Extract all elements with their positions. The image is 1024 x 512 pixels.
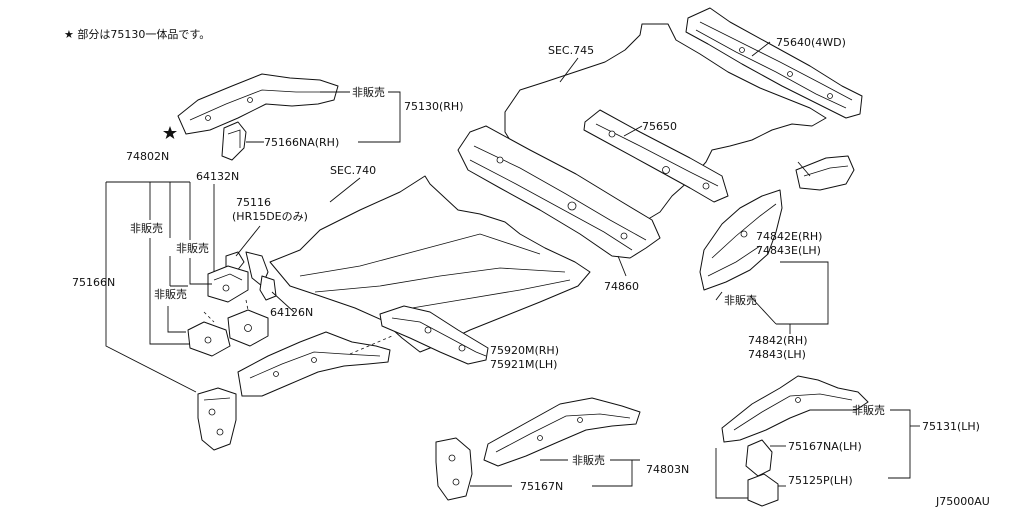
label-64132n[interactable]: 64132N [196,170,239,183]
label-75125p[interactable]: 75125P(LH) [788,474,853,487]
label-64126n[interactable]: 64126N [270,306,313,319]
label-74860[interactable]: 74860 [604,280,639,293]
bracket-75167na[interactable] [745,439,773,477]
label-75166na[interactable]: 75166NA(RH) [264,136,339,149]
rear-side-member-extension-74842e[interactable] [795,155,855,191]
note-text: ★ 部分は75130一体品です。 [64,27,210,41]
label-not-sold-74803: 非販売 [572,454,605,467]
rear-side-member-74842[interactable] [699,189,783,291]
label-75920m[interactable]: 75920M(RH) [490,344,559,357]
bracket-75166na[interactable] [221,121,247,161]
floor-side-member-74803n[interactable] [483,397,641,467]
label-sec745: SEC.745 [548,44,594,57]
label-74842[interactable]: 74842(RH) [748,334,808,347]
label-not-sold-74842: 非販売 [724,294,757,307]
side-member-75166n[interactable] [237,331,391,397]
diagram-code: J75000AU [935,495,990,508]
label-not-sold-75131: 非販売 [852,404,885,417]
member-74802n-lower-right[interactable] [227,309,269,347]
rear-cross-member-75640[interactable] [685,7,863,119]
label-sec740: SEC.740 [330,164,376,177]
label-75130[interactable]: 75130(RH) [404,100,464,113]
label-75640[interactable]: 75640(4WD) [776,36,846,49]
leader-lines [105,41,920,499]
label-not-sold-b: 非販売 [176,242,209,255]
rear-cross-member-75650[interactable] [583,109,729,203]
floor-member-75920m[interactable] [379,305,489,365]
label-75166n[interactable]: 75166N [72,276,115,289]
label-75921m[interactable]: 75921M(LH) [490,358,557,371]
bracket-64126n[interactable] [259,275,277,301]
label-75167n[interactable]: 75167N [520,480,563,493]
cross-member-74860[interactable] [457,125,661,259]
label-74842e[interactable]: 74842E(RH) [756,230,822,243]
bracket-75166n-lower[interactable] [197,387,237,451]
label-74802n[interactable]: 74802N [126,150,169,163]
label-not-sold-a: 非販売 [130,222,163,235]
member-74802n-upper[interactable] [207,265,249,303]
label-75131[interactable]: 75131(LH) [922,420,980,433]
label-74803n[interactable]: 74803N [646,463,689,476]
label-not-sold-75130: 非販売 [352,86,385,99]
bracket-75125p[interactable] [747,473,779,507]
label-not-sold-c: 非販売 [154,288,187,301]
label-75116[interactable]: 75116 [236,196,271,209]
bracket-75167n[interactable] [435,437,473,501]
front-side-member-75131[interactable] [721,375,869,443]
integrated-part-star-icon [163,126,177,139]
label-74843[interactable]: 74843(LH) [748,348,806,361]
member-74802n-lower-left[interactable] [187,321,231,357]
label-74843e[interactable]: 74843E(LH) [756,244,821,257]
label-75116-note: (HR15DEのみ) [232,210,308,223]
front-side-member-75130[interactable] [177,73,339,135]
label-75650[interactable]: 75650 [642,120,677,133]
label-75167na[interactable]: 75167NA(LH) [788,440,862,453]
